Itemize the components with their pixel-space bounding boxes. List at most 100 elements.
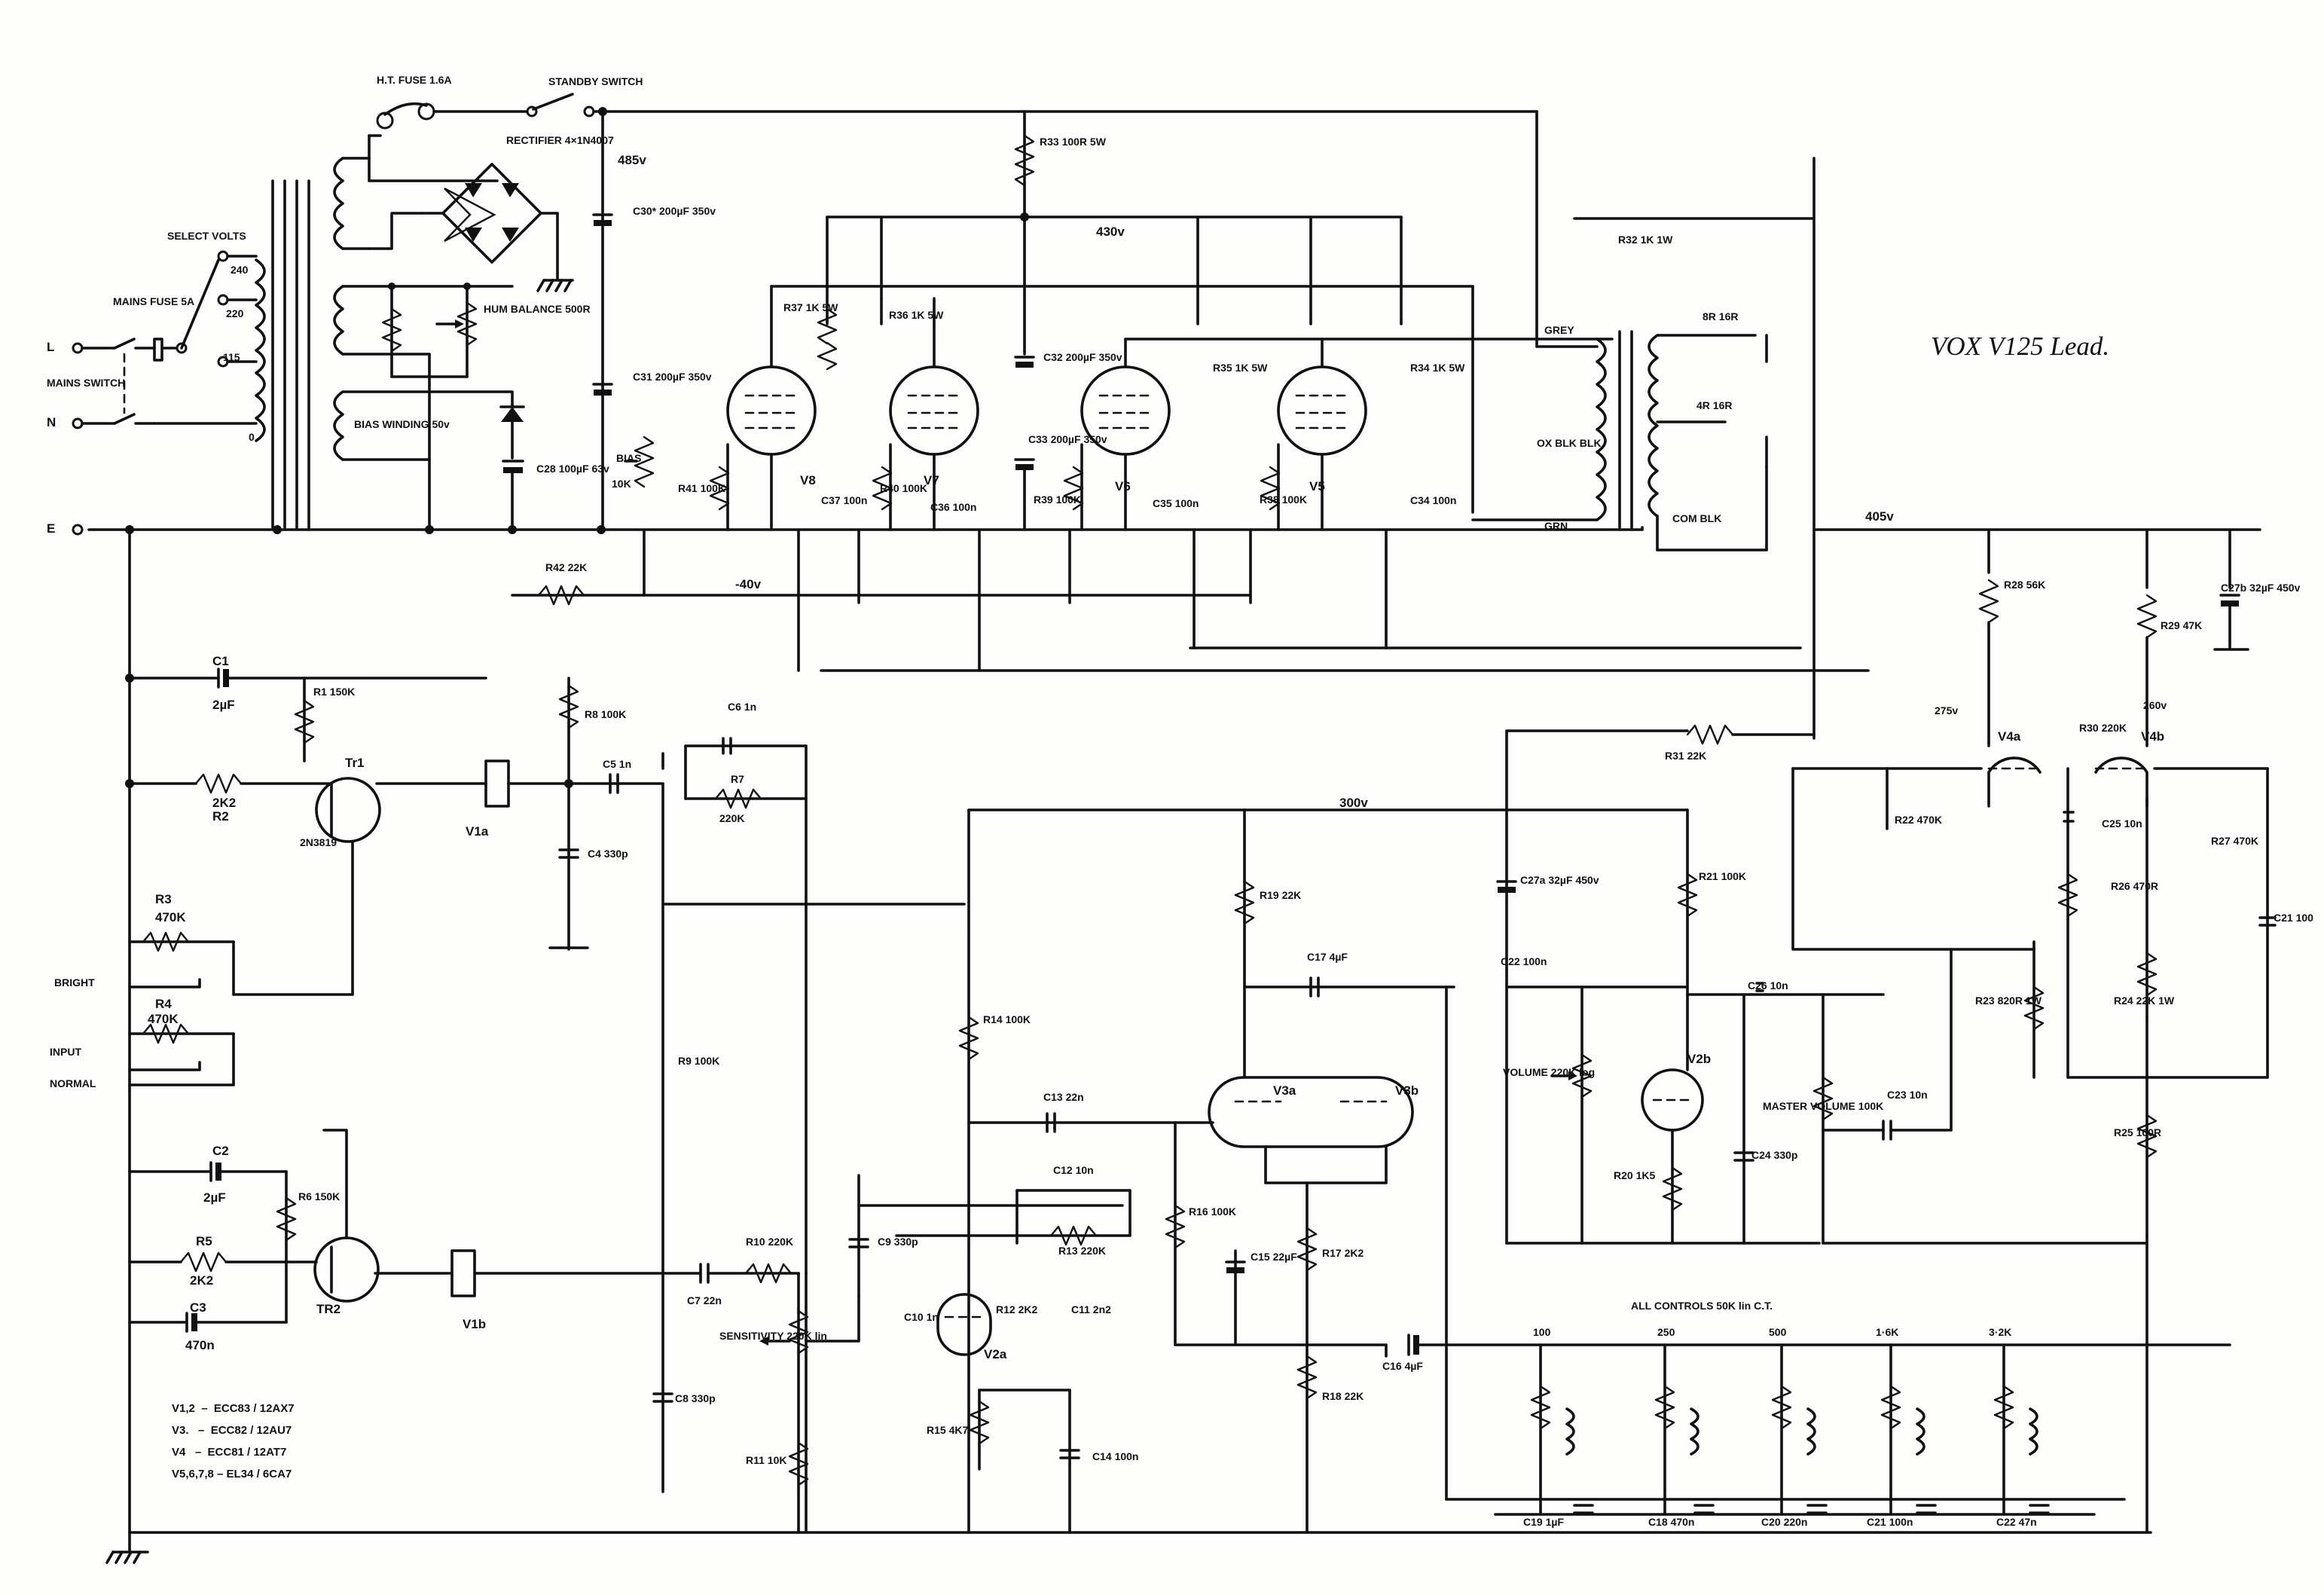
- r26-label: R26 470R: [2111, 880, 2159, 892]
- terminal-l-label: L: [47, 340, 55, 354]
- tap-240-label: 240: [231, 264, 249, 276]
- v2b-label: V2b: [1687, 1052, 1712, 1066]
- reservoir-caps: [592, 213, 613, 396]
- mains-switch-label: MAINS SWITCH: [47, 377, 126, 389]
- r19-label: R19 22K: [1260, 889, 1302, 901]
- r4-label: R4: [155, 997, 172, 1011]
- sensitivity-label: SENSITIVITY 220K lin: [719, 1330, 827, 1342]
- tap-115-label: 115: [223, 351, 240, 363]
- c28-label: C28 100µF 63v: [536, 463, 609, 475]
- mains-input: [72, 250, 266, 442]
- grn-label: GRN: [1544, 520, 1568, 532]
- output-transformer: [1471, 330, 1768, 552]
- bias-label: BIAS: [616, 452, 642, 464]
- diagram-title: VOX V125 Lead.: [1931, 332, 2110, 361]
- c22b-label: C22 47n: [1996, 1516, 2037, 1528]
- c7-label: C7 22n: [687, 1294, 722, 1306]
- c36-label: C36 100n: [930, 501, 977, 513]
- c2-label: C2: [212, 1144, 229, 1158]
- bright-label: BRIGHT: [54, 976, 95, 988]
- r36-label: R36 1K 5W: [889, 309, 944, 321]
- c24-label: C24 330p: [1751, 1149, 1798, 1161]
- c35-label: C35 100n: [1153, 497, 1199, 509]
- r14-label: R14 100K: [983, 1013, 1031, 1025]
- c33-label: C33 200µF 350v: [1028, 433, 1107, 445]
- r11-label: R11 10K: [746, 1454, 787, 1466]
- r8-label: R8 100K: [585, 708, 627, 720]
- r25-label: R25 100R: [2114, 1126, 2162, 1138]
- v485-label: 485v: [618, 153, 646, 167]
- c19-label: C19 1µF: [1523, 1516, 1564, 1528]
- eq-500-label: 500: [1769, 1326, 1787, 1338]
- c37-label: C37 100n: [821, 494, 868, 506]
- terminal-n-label: N: [47, 415, 56, 429]
- grid-resistors: [624, 435, 1281, 511]
- rectifier-bridge: [368, 157, 574, 292]
- v275-label: 275v: [1935, 704, 1959, 717]
- transformer-core: [271, 157, 514, 531]
- volume-stage: [1496, 724, 2148, 1245]
- c21-label: C21 100: [2274, 912, 2313, 924]
- r39-label: R39 100K: [1034, 493, 1082, 506]
- r16-label: R16 100K: [1189, 1205, 1237, 1218]
- v430-label: 430v: [1096, 225, 1125, 239]
- c21b-label: C21 100n: [1867, 1516, 1913, 1528]
- r32-label: R32 1K 1W: [1618, 234, 1673, 246]
- standby-switch-label: STANDBY SWITCH: [548, 75, 643, 87]
- r42-label: R42 22K: [545, 561, 588, 573]
- c13-label: C13 22n: [1043, 1091, 1084, 1103]
- input-stage: [125, 668, 966, 1534]
- bias-10k-label: 10K: [612, 478, 631, 490]
- ground-symbol-left: [105, 1531, 149, 1564]
- c34-label: C34 100n: [1410, 494, 1457, 506]
- normal-channel: [128, 1129, 809, 1534]
- r34-label: R34 1K 5W: [1410, 362, 1465, 374]
- r27-label: R27 470K: [2211, 835, 2259, 847]
- c23-label: C23 10n: [1887, 1089, 1928, 1101]
- rectifier-label: RECTIFIER 4×1N4007: [506, 134, 614, 146]
- c32-label: C32 200µF 350v: [1043, 351, 1122, 363]
- c31-label: C31 200µF 350v: [633, 371, 712, 383]
- r3-value-label: 470K: [155, 910, 186, 924]
- c30-label: C30* 200µF 350v: [633, 205, 716, 217]
- r5-label: R5: [196, 1234, 212, 1248]
- ox-blk-label: OX BLK BLK: [1537, 437, 1602, 449]
- r5-value-label: 2K2: [190, 1273, 214, 1288]
- c27a-label: C27a 32µF 450v: [1520, 874, 1599, 886]
- v4b-label: V4b: [2141, 729, 2165, 744]
- sensitivity-network: [797, 1272, 860, 1343]
- r30-label: R30 220K: [2079, 722, 2127, 734]
- volume-label: VOLUME 220K log: [1503, 1066, 1596, 1078]
- vminus40-label: -40v: [735, 577, 762, 591]
- valve-type-list: V1,2 – ECC83 / 12AX7 V3. – ECC82 / 12AU7…: [172, 1402, 295, 1480]
- r38-label: R38 100K: [1260, 493, 1308, 506]
- tap-220-label: 220: [226, 307, 244, 319]
- r10-label: R10 220K: [746, 1236, 794, 1248]
- r29-label: R29 47K: [2161, 619, 2203, 631]
- r18-label: R18 22K: [1322, 1390, 1364, 1402]
- r4-value-label: 470K: [148, 1012, 179, 1026]
- master-volume-label: MASTER VOLUME 100K: [1763, 1100, 1884, 1112]
- c12-label: C12 10n: [1053, 1164, 1094, 1176]
- c6-label: C6 1n: [728, 701, 757, 713]
- r37-label: R37 1K 5W: [783, 301, 838, 313]
- r33-label: R33 100R 5W: [1040, 136, 1106, 148]
- c17-label: C17 4µF: [1307, 951, 1348, 963]
- c16-label: C16 4µF: [1382, 1360, 1423, 1372]
- r23-label: R23 820R 1W: [1975, 995, 2042, 1007]
- r6-label: R6 150K: [298, 1190, 341, 1202]
- earth-bus: [72, 524, 2152, 1534]
- v300-label: 300v: [1339, 796, 1368, 810]
- c26-label: C26 10n: [1748, 979, 1788, 992]
- c2-value-label: 2µF: [203, 1190, 226, 1205]
- mains-fuse-label: MAINS FUSE 5A: [113, 295, 195, 307]
- tap-0-label: 0: [249, 431, 255, 443]
- output-4r-label: 4R 16R: [1696, 399, 1733, 411]
- r3-label: R3: [155, 892, 172, 906]
- normal-label: NORMAL: [50, 1077, 96, 1089]
- v1a-label: V1a: [466, 824, 489, 839]
- c22-label: C22 100n: [1501, 955, 1547, 967]
- v6-label: V6: [1115, 479, 1131, 493]
- c3-value-label: 470n: [185, 1338, 215, 1352]
